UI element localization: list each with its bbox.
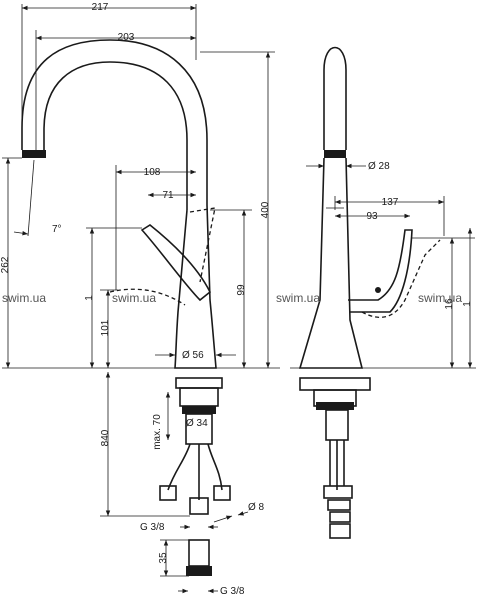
front-view [21, 39, 231, 576]
side-lever [348, 229, 413, 313]
hose-fitting-right [213, 485, 231, 501]
side-spout [323, 46, 347, 150]
dim-max70: max. 70 [152, 414, 163, 450]
spout-inner [43, 61, 188, 210]
dim-d8: Ø 8 [248, 502, 265, 513]
side-view [298, 46, 441, 539]
hose-right [207, 443, 223, 491]
dim-d28: Ø 28 [368, 161, 390, 172]
dim-lever-height: 1 [84, 295, 95, 301]
watermark-2: swim.ua [112, 291, 156, 305]
lever [140, 224, 212, 302]
dim-thread-top: G 3/8 [140, 522, 165, 533]
base-plate [175, 377, 223, 389]
side-spout-band [324, 150, 346, 158]
dim-203: 203 [118, 32, 135, 43]
hose-fitting-left [159, 485, 177, 501]
dim-d34: Ø 34 [186, 418, 208, 429]
dim-137: 137 [382, 197, 399, 208]
dim-93: 93 [366, 211, 378, 222]
side-fitting-3 [329, 511, 351, 523]
hose-left [167, 443, 191, 491]
side-dimensions: Ø 28 137 93 16 1 [290, 161, 476, 369]
dim-right-16: 16 [444, 298, 455, 310]
hose-fitting-center [189, 497, 209, 515]
watermark-3: swim.ua [276, 291, 320, 305]
dim-35: 35 [158, 552, 169, 564]
side-lever-alt [361, 239, 441, 318]
side-fitting-1 [323, 485, 353, 499]
watermark-1: swim.ua [2, 291, 46, 305]
dim-angle: 7° [52, 224, 62, 235]
lever-alt-position-2 [109, 288, 186, 306]
lever-alt-position [189, 207, 216, 283]
side-mount-nut [316, 402, 354, 410]
dim-400: 400 [260, 201, 271, 218]
dim-101: 101 [100, 319, 111, 336]
side-fitting-2 [327, 499, 351, 511]
dim-840: 840 [100, 429, 111, 446]
spout-outer [21, 39, 208, 205]
mount-nut [182, 406, 216, 414]
front-dimensions: 217 203 400 262 7° 108 71 99 1 [0, 2, 280, 597]
faucet-body [174, 204, 217, 369]
dim-d56: Ø 56 [182, 350, 204, 361]
watermarks: swim.ua swim.ua swim.ua swim.ua [2, 291, 462, 305]
dim-262: 262 [0, 256, 11, 273]
watermark-4: swim.ua [418, 291, 462, 305]
dim-217: 217 [92, 2, 109, 13]
side-body [298, 157, 364, 369]
mount-shank [179, 387, 219, 407]
dim-right-1: 1 [462, 301, 473, 307]
dim-108: 108 [144, 167, 161, 178]
dim-71: 71 [162, 190, 174, 201]
side-base-plate [299, 377, 371, 391]
side-fitting-4 [329, 523, 351, 539]
supply-connector [188, 539, 210, 567]
supply-connector-nut [186, 566, 212, 576]
dim-thread-bottom: G 3/8 [220, 586, 245, 597]
side-mount-body [325, 409, 349, 441]
side-lever-pin [375, 287, 381, 293]
dim-99: 99 [236, 284, 247, 296]
